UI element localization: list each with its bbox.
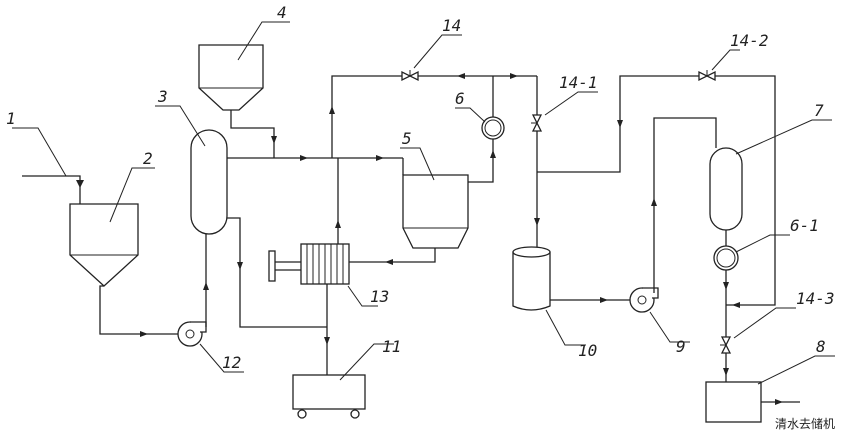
outlet-note: 清水去储机 — [775, 416, 835, 431]
valve-14-1 — [531, 114, 543, 132]
tank-10 — [512, 246, 551, 311]
label-11: 11 — [382, 337, 401, 356]
column-3 — [190, 129, 228, 235]
filter-press-13 — [268, 243, 350, 285]
label-6-1: 6-1 — [790, 216, 819, 235]
cart-11 — [292, 374, 366, 419]
fan-12 — [177, 321, 207, 347]
hopper-4 — [198, 44, 264, 111]
valve-14-2 — [698, 70, 716, 82]
label-5: 5 — [402, 129, 412, 148]
pump-6 — [481, 116, 505, 140]
label-4: 4 — [277, 3, 287, 22]
label-10: 10 — [578, 341, 597, 360]
label-14-3: 14-3 — [796, 289, 835, 308]
tank-8 — [705, 381, 762, 423]
flow-arrows — [76, 73, 783, 405]
label-3: 3 — [157, 87, 168, 106]
label-2: 2 — [143, 149, 153, 168]
vessel-7 — [709, 147, 743, 231]
valve-14-3 — [720, 336, 732, 354]
leader-lines — [12, 21, 835, 385]
label-1: 1 — [6, 109, 16, 128]
hopper-2 — [69, 203, 139, 287]
label-14: 14 — [442, 16, 461, 35]
label-9: 9 — [676, 337, 686, 356]
label-14-2: 14-2 — [730, 31, 769, 50]
labels: 1 2 3 4 5 6 14 14-1 14-2 7 6-1 14-3 8 9 … — [6, 3, 835, 431]
label-6: 6 — [455, 89, 465, 108]
label-7: 7 — [814, 101, 824, 120]
valve-14 — [401, 70, 419, 82]
label-8: 8 — [816, 337, 826, 356]
tank-5 — [402, 174, 469, 249]
label-14-1: 14-1 — [559, 73, 598, 92]
label-13: 13 — [370, 287, 389, 306]
pump-6-1 — [713, 245, 739, 271]
label-12: 12 — [222, 353, 241, 372]
